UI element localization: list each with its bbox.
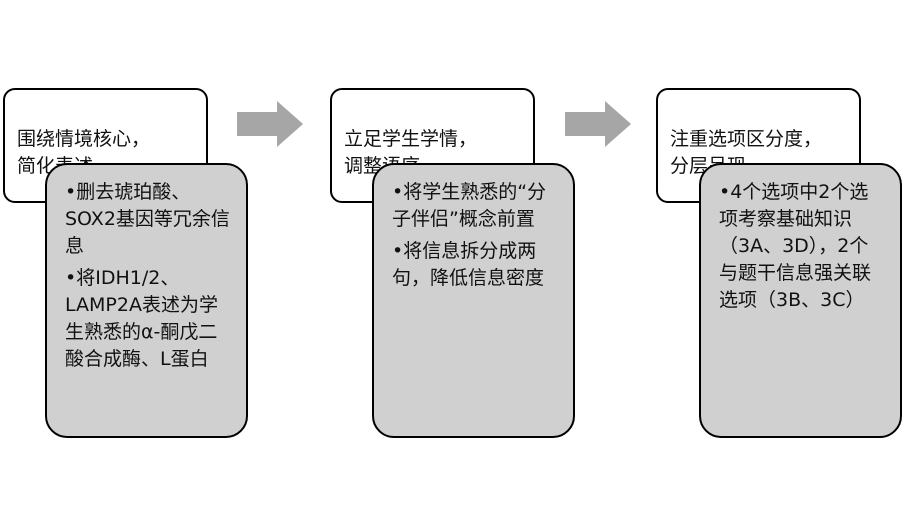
step-2-bullet-1: •将学生熟悉的“分子伴侣”概念前置 — [392, 179, 559, 233]
step-2-bullet-2: •将信息拆分成两句，降低信息密度 — [392, 238, 559, 292]
step-2-bullet-1-text: 将学生熟悉的“分子伴侣”概念前置 — [392, 181, 547, 230]
step-1-bullet-2: •将IDH1/2、LAMP2A表述为学生熟悉的α-酮戊二酸合成酶、L蛋白 — [65, 265, 232, 373]
step-3-bullet-1-text: 4个选项中2个选项考察基础知识（3A、3D），2个与题干信息强关联选项（3B、3… — [719, 181, 872, 311]
right-arrow-icon — [565, 101, 631, 147]
step-2-detail-box: •将学生熟悉的“分子伴侣”概念前置 •将信息拆分成两句，降低信息密度 — [372, 163, 575, 438]
step-3-detail-box: •4个选项中2个选项考察基础知识（3A、3D），2个与题干信息强关联选项（3B、… — [699, 163, 902, 438]
right-arrow-icon — [237, 101, 303, 147]
bullet-marker: • — [719, 181, 731, 203]
step-1-bullet-1-text: 删去琥珀酸、SOX2基因等冗余信息 — [65, 181, 230, 257]
bullet-marker: • — [392, 240, 404, 262]
step-2-bullet-2-text: 将信息拆分成两句，降低信息密度 — [392, 240, 545, 289]
bullet-marker: • — [65, 267, 77, 289]
step-1-detail-box: •删去琥珀酸、SOX2基因等冗余信息 •将IDH1/2、LAMP2A表述为学生熟… — [45, 163, 248, 438]
step-1-bullet-1: •删去琥珀酸、SOX2基因等冗余信息 — [65, 179, 232, 260]
bullet-marker: • — [392, 181, 404, 203]
step-1-bullet-2-text: 将IDH1/2、LAMP2A表述为学生熟悉的α-酮戊二酸合成酶、L蛋白 — [65, 267, 218, 370]
step-3-bullet-1: •4个选项中2个选项考察基础知识（3A、3D），2个与题干信息强关联选项（3B、… — [719, 179, 886, 314]
bullet-marker: • — [65, 181, 77, 203]
